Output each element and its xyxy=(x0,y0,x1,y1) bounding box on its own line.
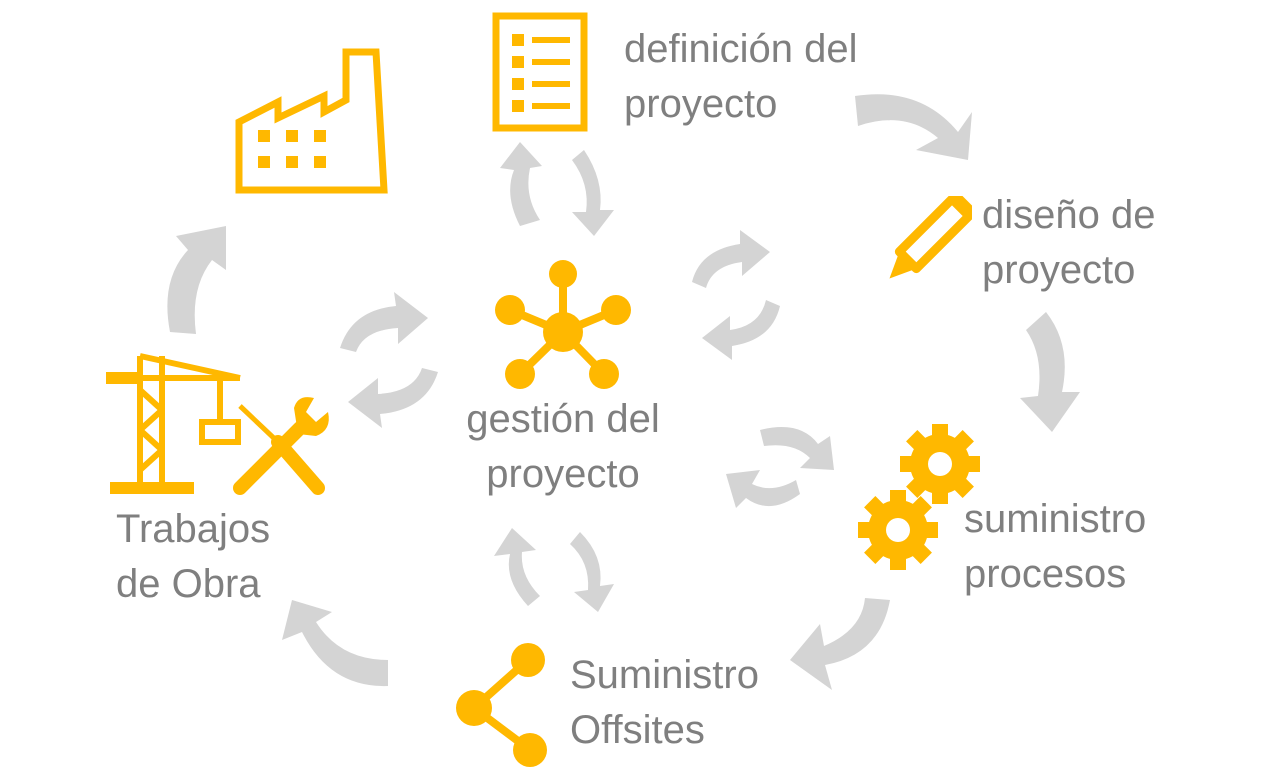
arrow-hub-to-diseno-up xyxy=(692,230,770,288)
arrow-diseno-to-hub-down xyxy=(702,300,780,360)
arrow-hub-to-definicion-up xyxy=(500,142,542,226)
label-trabajos-line2: de Obra xyxy=(116,562,261,606)
checklist-icon xyxy=(492,12,588,132)
label-definicion: definición del proyecto xyxy=(624,22,858,132)
label-suministro-offsites-line1: Suministro xyxy=(570,653,759,697)
label-definicion-line1: definición del xyxy=(624,27,858,71)
hub-icon xyxy=(495,260,631,389)
arrow-suministro-to-offsites xyxy=(790,598,890,690)
crane-tools-icon xyxy=(106,353,329,495)
label-suministro-procesos: suministro procesos xyxy=(964,492,1146,602)
arrow-offsites-to-hub-up xyxy=(494,528,540,606)
gears-icon xyxy=(858,424,980,570)
pencil-icon xyxy=(889,196,972,279)
label-trabajos-line1: Trabajos xyxy=(116,507,271,551)
label-diseno-line2: proyecto xyxy=(982,248,1136,292)
arrow-definicion-to-hub-down xyxy=(572,150,614,236)
factory-icon xyxy=(235,48,388,194)
arrow-trabajos-to-hub-up xyxy=(340,292,428,352)
label-gestion-line1: gestión del xyxy=(466,397,660,441)
label-gestion: gestión del proyecto xyxy=(448,392,678,502)
label-suministro-offsites: Suministro Offsites xyxy=(570,648,759,758)
arrow-suministro-to-hub-up xyxy=(726,470,800,508)
arrow-hub-to-offsites-down xyxy=(570,532,614,612)
label-definicion-line2: proyecto xyxy=(624,82,778,126)
label-trabajos: Trabajos de Obra xyxy=(116,502,270,612)
arrow-trabajos-to-fabrica xyxy=(167,226,226,334)
share-icon xyxy=(456,643,547,767)
arrow-hub-to-suministro-down xyxy=(760,427,834,470)
arrow-definicion-to-diseno xyxy=(855,94,972,160)
label-suministro-procesos-line1: suministro xyxy=(964,497,1147,541)
label-suministro-procesos-line2: procesos xyxy=(964,552,1127,596)
arrow-diseno-to-suministro xyxy=(1020,312,1080,432)
label-gestion-line2: proyecto xyxy=(486,452,640,496)
label-diseno-line1: diseño de xyxy=(982,193,1156,237)
label-diseno: diseño de proyecto xyxy=(982,188,1155,298)
label-suministro-offsites-line2: Offsites xyxy=(570,708,705,752)
arrow-hub-to-trabajos-down xyxy=(348,368,438,428)
arrow-offsites-to-trabajos xyxy=(282,600,388,687)
